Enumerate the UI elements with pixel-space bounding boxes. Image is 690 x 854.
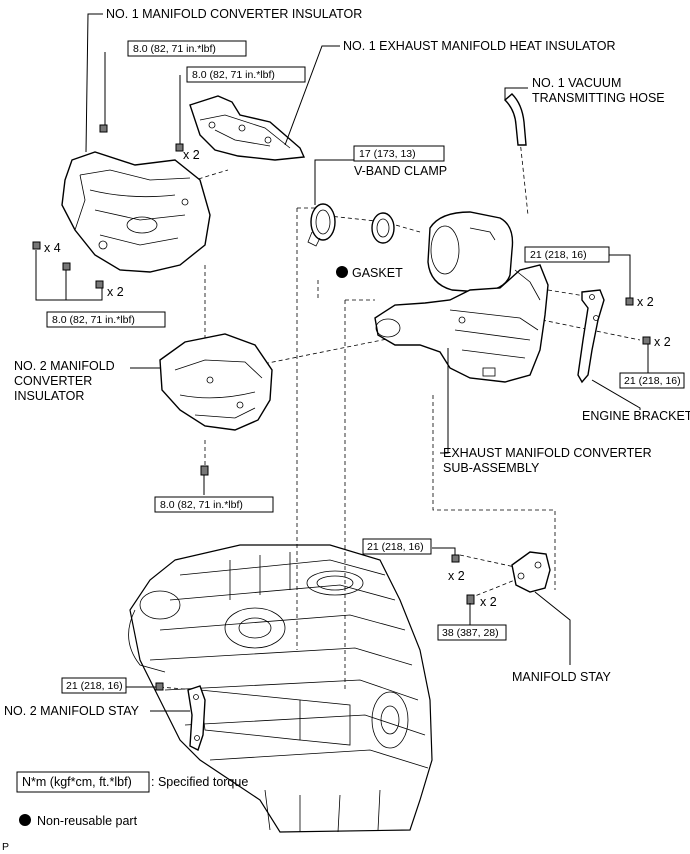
quantity-label: x 2 [480, 595, 497, 609]
bolt-icon [32, 241, 41, 250]
vacuum-transmitting-hose [503, 93, 527, 146]
non-reusable-mark-icon [336, 266, 348, 278]
torque-specs: 8.0 (82, 71 in.*lbf) 8.0 (82, 71 in.*lbf… [46, 40, 685, 694]
torque-value: 21 (218, 16) [66, 680, 123, 692]
manifold-converter-insulator-1 [61, 151, 211, 273]
exhaust-manifold-heat-insulator-1 [189, 95, 306, 161]
label-v-band-clamp: V-BAND CLAMP [354, 164, 447, 178]
label-exhaust-manifold-converter-line2: SUB-ASSEMBLY [443, 461, 540, 475]
torque-value: 21 (218, 16) [530, 249, 587, 261]
label-insulator-2-line2: CONVERTER [14, 374, 92, 388]
bolt-icon [62, 262, 71, 271]
label-insulator-2-line3: INSULATOR [14, 389, 84, 403]
label-exhaust-manifold-converter-line1: EXHAUST MANIFOLD CONVERTER [443, 446, 652, 460]
bolt-icon [99, 124, 108, 133]
bolt-icon [625, 297, 634, 306]
label-manifold-stay: MANIFOLD STAY [512, 670, 612, 684]
torque-value: 8.0 (82, 71 in.*lbf) [160, 499, 243, 511]
exhaust-manifold-converter [374, 211, 549, 383]
label-engine-bracket: ENGINE BRACKET [582, 409, 690, 423]
quantity-label: x 2 [448, 569, 465, 583]
torque-legend-box [16, 771, 150, 793]
manifold-converter-insulator-2 [159, 333, 273, 431]
label-manifold-converter-insulator-1: NO. 1 MANIFOLD CONVERTER INSULATOR [106, 7, 362, 21]
torque-value: 8.0 (82, 71 in.*lbf) [52, 314, 135, 326]
quantity-label: x 2 [637, 295, 654, 309]
part-labels: NO. 1 MANIFOLD CONVERTER INSULATOR NO. 1… [4, 7, 690, 718]
torque-value: 38 (387, 28) [442, 627, 499, 639]
gasket-part [371, 212, 395, 244]
bolt-icon [451, 554, 460, 563]
legend-torque-unit: N*m (kgf*cm, ft.*lbf) [22, 775, 132, 789]
torque-value: 17 (173, 13) [359, 148, 416, 160]
engine-assembly [128, 544, 433, 833]
label-exhaust-manifold-heat-insulator-1: NO. 1 EXHAUST MANIFOLD HEAT INSULATOR [343, 39, 616, 53]
label-vacuum-hose-line2: TRANSMITTING HOSE [532, 91, 665, 105]
torque-value: 21 (218, 16) [624, 375, 681, 387]
torque-value: 8.0 (82, 71 in.*lbf) [192, 69, 275, 81]
legend-non-reusable: Non-reusable part [37, 814, 138, 828]
bolt-icon [155, 682, 164, 691]
non-reusable-legend-icon [19, 814, 31, 826]
bolt-icon [95, 280, 104, 289]
quantity-label: x 4 [44, 241, 61, 255]
label-vacuum-hose-line1: NO. 1 VACUUM [532, 76, 621, 90]
quantity-label: x 2 [183, 148, 200, 162]
corner-mark: P [2, 841, 9, 853]
v-band-clamp [307, 203, 336, 247]
quantity-label: x 2 [107, 285, 124, 299]
label-manifold-stay-2: NO. 2 MANIFOLD STAY [4, 704, 140, 718]
torque-value: 21 (218, 16) [367, 541, 424, 553]
label-insulator-2-line1: NO. 2 MANIFOLD [14, 359, 115, 373]
quantity-label: x 2 [654, 335, 671, 349]
bolt-icon [466, 594, 475, 605]
manifold-stay-2-part [187, 685, 206, 751]
bolt-icon [642, 336, 651, 345]
legend-torque-desc: : Specified torque [151, 775, 248, 789]
engine-bracket-part [577, 289, 605, 384]
bolt-icon [200, 465, 209, 476]
label-gasket: GASKET [352, 266, 403, 280]
legend: N*m (kgf*cm, ft.*lbf) : Specified torque… [16, 771, 248, 828]
quantity-markers: x 2 x 4 x 2 x 2 x 2 x 2 x 2 [44, 148, 671, 609]
bolt-icon [175, 143, 184, 152]
manifold-stay-part [511, 551, 551, 593]
torque-value: 8.0 (82, 71 in.*lbf) [133, 43, 216, 55]
